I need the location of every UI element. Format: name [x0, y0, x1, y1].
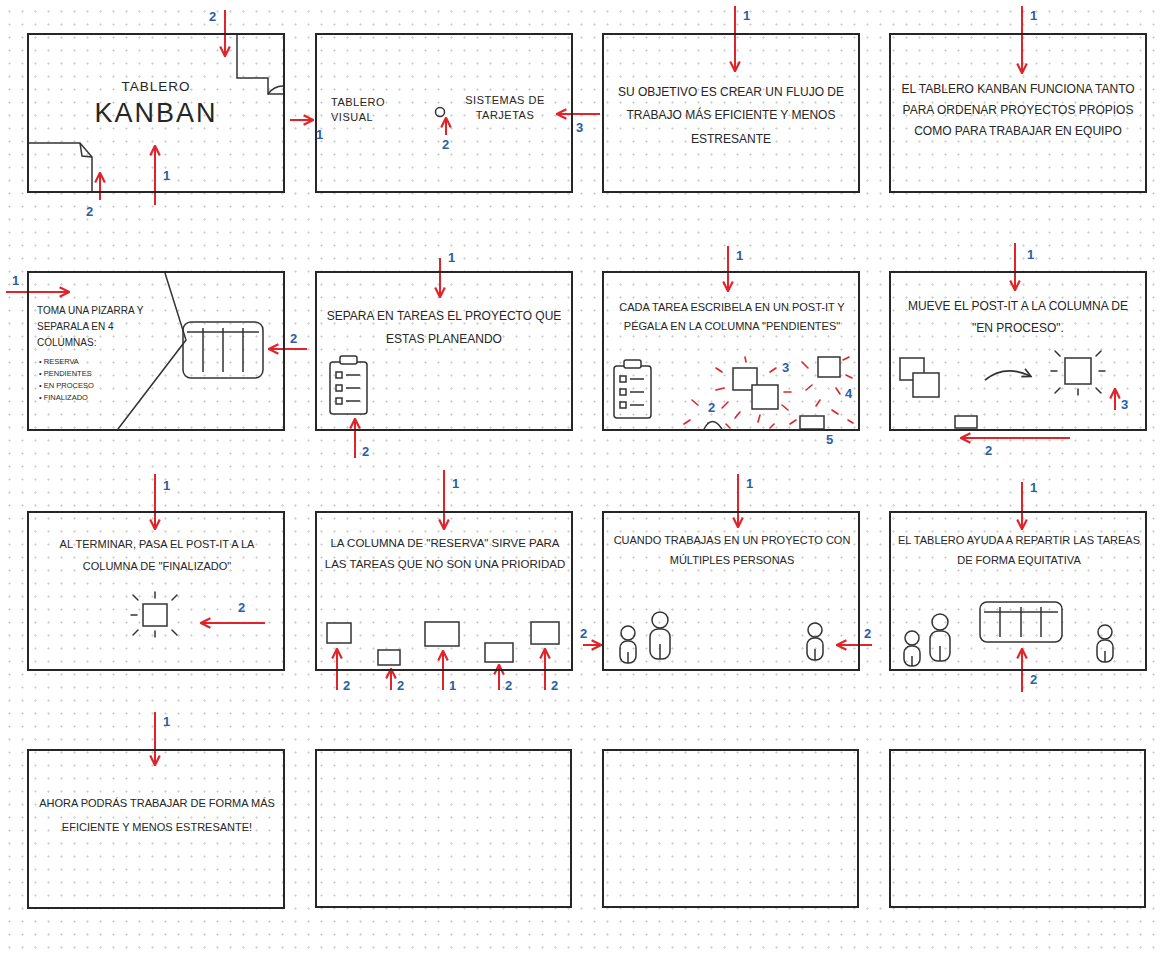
callout-number: 1 — [736, 248, 743, 263]
callout-number: 2 — [985, 443, 992, 458]
callout-number: 2 — [708, 400, 715, 415]
callout-number: 3 — [782, 360, 789, 375]
person-figure — [904, 614, 1113, 666]
storyboard-panel: SEPARA EN TAREAS EL PROYECTO QUE ESTAS P… — [315, 271, 573, 431]
panel-caption: • RESERVA — [39, 357, 129, 367]
highlight-rays — [1051, 351, 1105, 395]
storyboard-panel: AHORA PODRÁS TRABAJAR DE FORMA MÁS EFICI… — [27, 749, 285, 909]
person-figure — [620, 612, 823, 663]
storyboard-panel: TABLERO KANBAN — [27, 33, 285, 193]
callout-number: 1 — [1030, 8, 1037, 23]
callout-number: 2 — [343, 678, 350, 693]
move-arrow — [985, 371, 1030, 380]
direction-arrow — [6, 6, 1115, 764]
panel-caption: LA COLUMNA DE "RESERVA" SIRVE PARA LAS T… — [321, 533, 569, 574]
callout-number: 2 — [551, 678, 558, 693]
callout-number: 2 — [86, 204, 93, 219]
callout-number: 5 — [826, 432, 833, 447]
storyboard-panel: SU OBJETIVO ES CREAR UN FLUJO DE TRABAJO… — [602, 33, 860, 193]
storyboard-panel: EL TABLERO AYUDA A REPARTIR LAS TAREAS D… — [889, 511, 1147, 671]
callout-number: 2 — [238, 600, 245, 615]
callout-number: 2 — [1030, 672, 1037, 687]
callout-number: 1 — [1030, 480, 1037, 495]
storyboard-panel: LA COLUMNA DE "RESERVA" SIRVE PARA LAS T… — [315, 511, 573, 671]
panel-caption: CADA TAREA ESCRIBELA EN UN POST-IT Y PÉG… — [608, 298, 856, 335]
callout-number: 1 — [316, 127, 323, 142]
callout-number: 1 — [163, 168, 170, 183]
callout-number: 1 — [448, 250, 455, 265]
panel-caption: • FINALIZADO — [39, 393, 129, 403]
callout-number: 2 — [397, 678, 404, 693]
post-it — [143, 604, 167, 626]
panel-caption: SU OBJETIVO ES CREAR UN FLUJO DE TRABAJO… — [612, 81, 850, 151]
callout-number: 1 — [449, 678, 456, 693]
panel-caption: SISTEMAS DE TARJETAS — [463, 93, 547, 124]
board-illustration — [118, 273, 263, 429]
empty-panel — [316, 750, 1145, 907]
panel-caption: • PENDIENTES — [39, 369, 129, 379]
burst-dashes — [684, 357, 853, 428]
panel-caption: EL TABLERO AYUDA A REPARTIR LAS TAREAS D… — [895, 531, 1143, 571]
callout-number: 2 — [505, 678, 512, 693]
storyboard-panel: MUEVE EL POST-IT A LA COLUMNA DE "EN PRO… — [889, 271, 1147, 431]
panel-caption: TABLERO — [29, 79, 283, 95]
bullet-circle — [436, 108, 445, 117]
panel-caption: TABLERO VISUAL — [331, 95, 399, 126]
panel-caption: AHORA PODRÁS TRABAJAR DE FORMA MÁS EFICI… — [32, 791, 282, 839]
clipboard-icon — [330, 356, 367, 414]
callout-number: 3 — [576, 120, 583, 135]
storyboard-panel: CUANDO TRABAJAS EN UN PROYECTO CON MÚLTI… — [602, 511, 860, 671]
panel-caption: TOMA UNA PIZARRA Y SEPARALA EN 4 COLUMNA… — [37, 303, 162, 351]
callout-number: 1 — [12, 273, 19, 288]
callout-number: 3 — [1121, 397, 1128, 412]
panel-caption: SEPARA EN TAREAS EL PROYECTO QUE ESTAS P… — [325, 305, 563, 351]
post-it — [704, 357, 840, 429]
post-it — [900, 358, 1091, 428]
callout-number: 2 — [864, 626, 871, 641]
highlight-rays — [131, 592, 177, 637]
callout-number: 2 — [442, 137, 449, 152]
callout-number: 1 — [163, 478, 170, 493]
callout-number: 1 — [743, 8, 750, 23]
callout-number: 2 — [290, 331, 297, 346]
board-illustration — [980, 602, 1062, 642]
callout-number: 2 — [362, 444, 369, 459]
callout-number: 4 — [845, 386, 852, 401]
panel-caption: • EN PROCESO — [39, 381, 129, 391]
panel-caption: KANBAN — [29, 97, 283, 129]
callout-number: 2 — [209, 9, 216, 24]
storyboard-panel: EL TABLERO KANBAN FUNCIONA TANTO PARA OR… — [889, 33, 1147, 193]
clipboard-icon — [614, 360, 651, 418]
callout-number: 2 — [580, 626, 587, 641]
callout-number: 1 — [746, 476, 753, 491]
panel-caption: CUANDO TRABAJAS EN UN PROYECTO CON MÚLTI… — [608, 531, 856, 571]
storyboard-panel: AL TERMINAR, PASA EL POST-IT A LA COLUMN… — [27, 511, 285, 671]
callout-number: 1 — [163, 714, 170, 729]
callout-number: 1 — [1027, 247, 1034, 262]
storyboard-panel: TOMA UNA PIZARRA Y SEPARALA EN 4 COLUMNA… — [27, 271, 285, 431]
storyboard-panel: TABLERO VISUAL SISTEMAS DE TARJETAS — [315, 33, 573, 193]
storyboard-panel: CADA TAREA ESCRIBELA EN UN POST-IT Y PÉG… — [602, 271, 860, 431]
panel-caption: MUEVE EL POST-IT A LA COLUMNA DE "EN PRO… — [897, 296, 1139, 339]
panel-caption: AL TERMINAR, PASA EL POST-IT A LA COLUMN… — [33, 533, 281, 577]
callout-number: 1 — [452, 476, 459, 491]
panel-caption: EL TABLERO KANBAN FUNCIONA TANTO PARA OR… — [897, 79, 1139, 142]
